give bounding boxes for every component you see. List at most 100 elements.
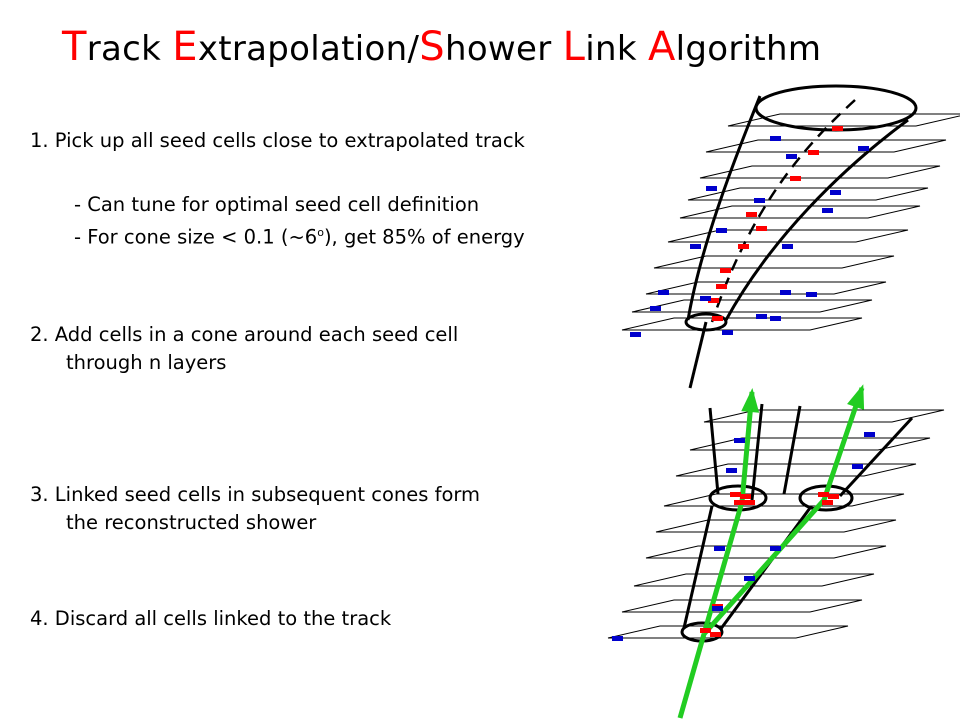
seed-cell bbox=[790, 176, 801, 181]
title-cap-s: S bbox=[419, 24, 445, 70]
shower-arrow-left-head bbox=[741, 388, 760, 413]
layer-plane bbox=[689, 437, 931, 451]
step-2-text-cont: through n layers bbox=[66, 351, 227, 374]
layer-plane bbox=[663, 493, 905, 507]
layer-plane bbox=[687, 187, 929, 201]
hit-cell bbox=[770, 316, 781, 321]
hit-cell bbox=[658, 290, 669, 295]
hit-cell bbox=[830, 190, 841, 195]
seed-cell bbox=[832, 126, 843, 131]
step-3-text: 3. Linked seed cells in subsequent cones… bbox=[30, 483, 481, 506]
title-cap-a: A bbox=[647, 24, 676, 70]
extrapolated-track bbox=[710, 99, 856, 323]
seed-cell bbox=[700, 628, 711, 633]
seed-cell bbox=[738, 244, 749, 249]
title-cap-t: T bbox=[62, 24, 87, 70]
hit-cell bbox=[706, 186, 717, 191]
layer-plane bbox=[667, 229, 909, 243]
shower-arrow-right-head bbox=[847, 384, 865, 410]
step-1-text: 1. Pick up all seed cells close to extra… bbox=[30, 129, 525, 152]
hit-cell bbox=[650, 306, 661, 311]
layer-plane bbox=[645, 545, 887, 559]
seed-cell bbox=[730, 492, 741, 497]
seed-cell bbox=[734, 500, 745, 505]
hit-cell bbox=[712, 606, 723, 611]
cone-right-edge bbox=[724, 118, 909, 321]
hit-cell bbox=[754, 198, 765, 203]
subpoint-2-text-b: ), get 85% of energy bbox=[323, 225, 525, 249]
hit-cell bbox=[806, 292, 817, 297]
hit-cell bbox=[714, 546, 725, 551]
title-slash: / bbox=[407, 29, 420, 69]
title-cap-e: E bbox=[172, 24, 198, 70]
shower-cone-line bbox=[708, 407, 720, 495]
hit-cell bbox=[770, 136, 781, 141]
layer-plane bbox=[703, 409, 945, 423]
seed-cell bbox=[808, 150, 819, 155]
title-part-hower: hower bbox=[444, 29, 563, 69]
layer-plane bbox=[621, 317, 863, 331]
layer-plane bbox=[675, 463, 917, 477]
hit-cell bbox=[716, 228, 727, 233]
seed-cell bbox=[740, 494, 751, 499]
seed-cell bbox=[822, 500, 833, 505]
layer-plane bbox=[607, 625, 849, 639]
shower-cone-line bbox=[782, 405, 802, 495]
hit-cell bbox=[864, 432, 875, 437]
title-part-ink: ink bbox=[585, 29, 648, 69]
hit-cell bbox=[852, 464, 863, 469]
hit-cell bbox=[756, 314, 767, 319]
incoming-track-arrow bbox=[677, 633, 707, 719]
layer-plane bbox=[631, 299, 873, 313]
cone-top-ellipse bbox=[754, 84, 918, 132]
hit-cell bbox=[822, 208, 833, 213]
hit-cell bbox=[700, 296, 711, 301]
seed-cell bbox=[746, 212, 757, 217]
shower-cone-line bbox=[750, 403, 764, 501]
degree-superscript: o bbox=[317, 226, 324, 239]
cone-left-edge bbox=[686, 95, 762, 321]
step-1-subpoint-2: - For cone size < 0.1 (~6o), get 85% of … bbox=[74, 220, 525, 251]
step-1-subpoint-1: - Can tune for optimal seed cell definit… bbox=[74, 193, 480, 216]
shower-cone-ellipse-right bbox=[798, 484, 854, 512]
title-cap-l: L bbox=[562, 24, 586, 70]
track-branch-right bbox=[702, 498, 826, 636]
hit-cell bbox=[780, 290, 791, 295]
step-3-text-cont: the reconstructed shower bbox=[66, 511, 317, 534]
hit-cell bbox=[722, 330, 733, 335]
seed-cell bbox=[716, 284, 727, 289]
hit-cell bbox=[858, 146, 869, 151]
seed-cell bbox=[744, 500, 755, 505]
layer-plane bbox=[699, 165, 941, 179]
hit-cell bbox=[630, 332, 641, 337]
title-part-lgorithm: lgorithm bbox=[675, 29, 822, 69]
hit-cell bbox=[690, 244, 701, 249]
hit-cell bbox=[770, 546, 781, 551]
hit-cell bbox=[744, 576, 755, 581]
seed-cell bbox=[828, 494, 839, 499]
layer-plane bbox=[655, 519, 897, 533]
seed-cell bbox=[720, 268, 731, 273]
title-part-xtrapolation: xtrapolation bbox=[197, 29, 408, 69]
seed-cell bbox=[712, 316, 723, 321]
seed-cell bbox=[710, 632, 721, 637]
step-4-text: 4. Discard all cells linked to the track bbox=[30, 607, 392, 630]
seed-cell bbox=[818, 492, 829, 497]
incoming-track bbox=[688, 321, 708, 389]
track-cone-left bbox=[682, 505, 714, 629]
layer-plane bbox=[633, 573, 875, 587]
layer-plane bbox=[645, 281, 887, 295]
hit-cell bbox=[612, 636, 623, 641]
slide-title: Track Extrapolation/Shower Link Algorith… bbox=[62, 24, 821, 70]
layer-plane bbox=[727, 113, 960, 127]
hit-cell bbox=[782, 244, 793, 249]
hit-cell bbox=[726, 468, 737, 473]
shower-cone-line bbox=[838, 416, 914, 498]
step-2-text: 2. Add cells in a cone around each seed … bbox=[30, 323, 459, 346]
title-part-rack: rack bbox=[86, 29, 173, 69]
seed-cell bbox=[756, 226, 767, 231]
layer-plane bbox=[653, 255, 895, 269]
hit-cell bbox=[786, 154, 797, 159]
cone-bottom-ellipse bbox=[684, 312, 728, 332]
